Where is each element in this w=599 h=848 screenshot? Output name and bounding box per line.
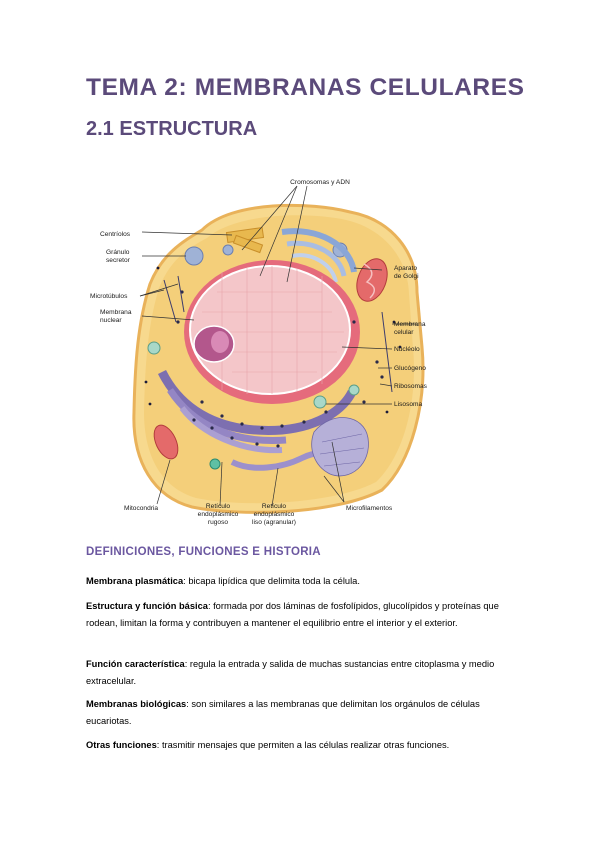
label-aparato-2: de Golgi [394,273,419,280]
definition-term: Membranas biológicas [86,699,187,709]
cell-diagram-svg: Cromosomas y ADN Centríolos Gránulo secr… [90,179,428,526]
definition-paragraph: Membranas biológicas: son similares a la… [86,696,516,729]
lysosome [209,458,221,470]
label-aparato-1: Aparato [394,265,417,272]
label-lisosoma: Lisosoma [394,401,423,408]
definition-term: Estructura y función básica [86,601,208,611]
section-heading: DEFINICIONES, FUNCIONES E HISTORIA [86,546,321,558]
label-rer-3: rugoso [208,519,228,526]
label-rel-3: liso (agranular) [252,519,296,526]
label-centriolos: Centríolos [100,231,131,238]
definition-term: Otras funciones [86,740,157,750]
label-microfilamentos: Microfilamentos [346,505,393,512]
microfilaments [311,417,369,477]
label-ribosomas: Ribosomas [394,383,428,390]
definition-paragraph: Función característica: regula la entrad… [86,656,516,689]
label-rel-2: endoplásmico [254,511,295,518]
cell-diagram: Cromosomas y ADN Centríolos Gránulo secr… [82,172,522,532]
label-rer-2: endoplásmico [198,511,239,518]
label-granulo-1: Gránulo [106,249,130,256]
label-rer-1: Retículo [206,503,231,510]
mitochondrion [356,258,388,302]
section-title: 2.1 ESTRUCTURA [86,118,258,140]
label-rel-1: Retículo [262,503,287,510]
leader-lines [139,185,417,507]
centriole [232,234,264,254]
page-title: TEMA 2: MEMBRANAS CELULARES [86,74,525,101]
definition-paragraph: Estructura y función básica: formada por… [86,598,516,631]
definition-term: Función característica [86,659,185,669]
label-mitocondria: Mitocondria [124,505,158,512]
label-membrana-celular-2: celular [394,329,414,336]
label-granulo-2: secretor [106,257,131,264]
label-nucleolo: Nucléolo [394,346,420,353]
label-cromosomas: Cromosomas y ADN [290,179,350,186]
definition-text: : regula la entrada y salida de muchas s… [86,659,495,686]
label-membrana-nuclear-2: nuclear [100,317,122,324]
golgi-apparatus [281,228,357,273]
label-membrana-celular-1: Membrana [394,321,426,328]
definition-text: : son similares a las membranas que deli… [86,699,480,726]
lysosome [313,395,327,409]
rough-er [157,369,357,435]
label-microtubulos: Microtúbulos [90,293,128,300]
ribosomes [176,290,384,448]
definition-text: : trasmitir mensajes que permiten a las … [156,740,450,750]
label-membrana-nuclear-1: Membrana [100,309,132,316]
definition-paragraph: Membrana plasmática: bicapa lipídica que… [86,573,516,590]
definition-term: Membrana plasmática [86,576,184,586]
definition-text: : bicapa lipídica que delimita toda la c… [183,576,360,586]
secretory-granule [184,246,204,266]
definition-paragraph: Otras funciones: trasmitir mensajes que … [86,737,516,754]
microtubules [163,275,393,393]
lysosome [147,341,161,355]
definition-text: : formada por dos láminas de fosfolípido… [86,601,499,628]
nucleus [189,265,351,395]
label-glucogeno: Glucógeno [394,365,426,372]
mitochondrion [153,424,179,460]
secretory-granule [222,244,234,256]
